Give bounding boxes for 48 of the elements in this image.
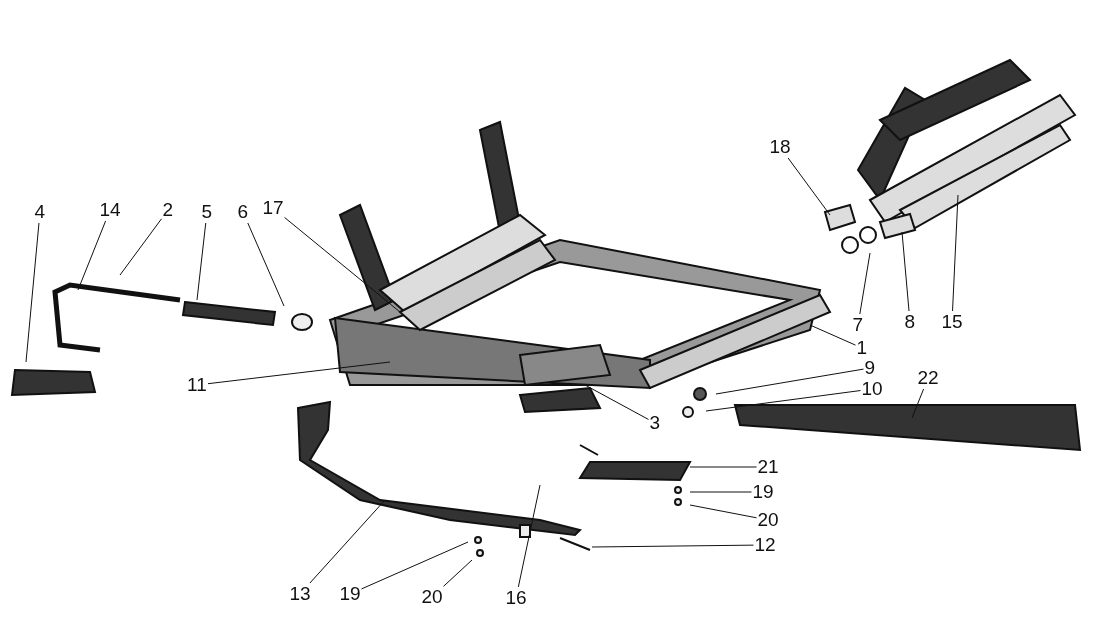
callout-number: 20: [421, 587, 443, 607]
callout-number: 18: [769, 137, 791, 157]
callout-number: 19: [339, 584, 361, 604]
callout-number: 20: [757, 510, 779, 530]
leader-line: [911, 388, 925, 419]
callout-number: 22: [917, 368, 939, 388]
callout-number: 7: [852, 315, 864, 335]
leader-line: [247, 222, 285, 307]
callout-number: 4: [34, 202, 46, 222]
callout-number: 15: [941, 312, 963, 332]
leader-line: [309, 499, 386, 584]
leader-line: [25, 222, 40, 363]
callout-number: 1: [856, 338, 868, 358]
leader-line: [705, 390, 861, 412]
leader-line: [787, 157, 831, 216]
leader-line: [952, 194, 959, 312]
leader-line: [196, 222, 207, 301]
callout-number: 5: [201, 202, 213, 222]
leader-line: [689, 491, 752, 493]
callout-number: 11: [187, 375, 207, 395]
callout-number: 3: [649, 413, 661, 433]
leader-line: [284, 216, 401, 313]
callout-number: 8: [904, 312, 916, 332]
callout-number: 13: [289, 584, 311, 604]
callout-number: 9: [864, 358, 876, 378]
callout-number: 17: [262, 198, 284, 218]
leader-line: [901, 231, 910, 312]
leader-line: [809, 324, 856, 346]
callout-number: 14: [99, 200, 121, 220]
callout-number: 16: [505, 588, 527, 608]
leader-line: [517, 484, 541, 588]
leader-line: [689, 504, 757, 519]
callout-number: 6: [237, 202, 249, 222]
callout-number: 19: [752, 482, 774, 502]
callout-number: 2: [162, 200, 174, 220]
leader-line: [361, 541, 469, 590]
leader-line: [689, 466, 757, 468]
callout-number: 10: [861, 379, 883, 399]
callout-number: 12: [754, 535, 776, 555]
leader-line: [77, 220, 107, 291]
leader-line: [443, 559, 473, 587]
leader-line: [584, 384, 649, 420]
leader-line: [715, 368, 864, 395]
leader-line: [119, 218, 162, 276]
leader-line: [207, 361, 391, 385]
callout-number: 21: [757, 457, 779, 477]
leader-line: [859, 252, 871, 315]
leader-line: [591, 544, 754, 548]
